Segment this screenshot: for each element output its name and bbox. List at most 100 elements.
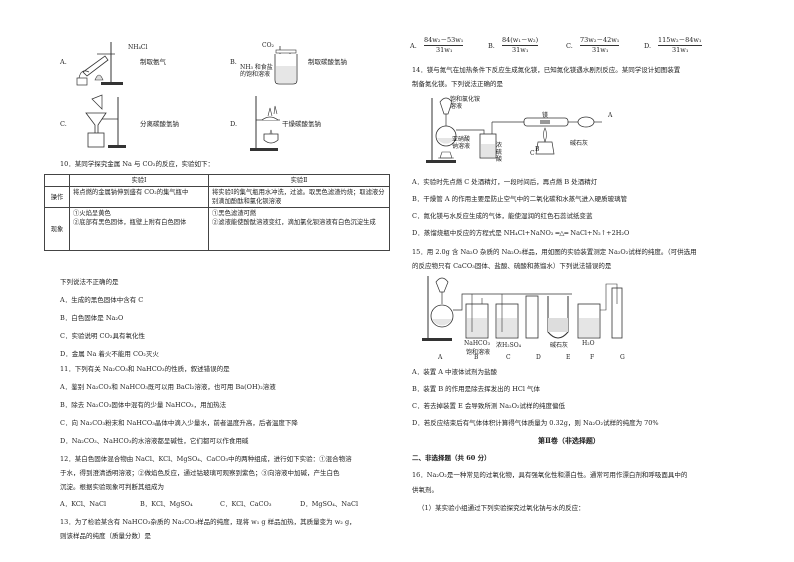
q13-option-d-numerator: 115w₂－84w₁ <box>658 36 702 46</box>
q15-label-c: C <box>506 354 511 361</box>
q10-phenomenon-exp2-b: ②滤液能使酚酞溶液变红，滴加氯化钡溶液有白色沉淀生成 <box>212 219 376 226</box>
q15-label-h2so4: 浓H₂SO₄ <box>496 342 522 349</box>
q10-option-c: C．实验说明 CO₂具有氧化性 <box>60 332 145 340</box>
q15-label-saturated: 饱和溶液 <box>466 349 491 356</box>
apparatus-d-illustration <box>250 96 280 151</box>
q14-label-saturated: 饱和氯化铵 <box>450 96 481 103</box>
q13-stem-line2: 则该样品的纯度（质量分数）是 <box>60 532 151 540</box>
q9-option-b-letter: B. <box>230 58 237 66</box>
q15-label-lime: 碱石灰 <box>550 342 569 349</box>
q13-option-d-denominator: 31w₁ <box>672 46 689 54</box>
q9-option-b-desc: 制取碳酸氢钠 <box>308 58 347 66</box>
q14-label-solution: 溶液 <box>450 103 463 110</box>
q15-option-c: C．若去掉装置 E 会导致所测 Na₂O₂试样的纯度偏低 <box>412 402 566 410</box>
q10-operation-exp1: 将点燃的金属钠伸到盛有 CO₂的集气瓶中 <box>69 186 209 208</box>
left-column: A. NH₄Cl 制取氨气 B. CO₂ NH₃ 和食盐 <box>40 0 390 562</box>
q10-phenomenon-exp1-b: ②底部有黑色固体，瓶壁上附有白色固体 <box>73 219 187 226</box>
part2-title: 第Ⅱ卷（非选择题） <box>538 436 600 445</box>
q9-option-c-desc: 分离碳酸氢钠 <box>140 120 179 128</box>
q15-stem-line2: 的反应物只有 CaCO₃固体、盐酸、硫酸和蒸馏水）下列说法错误的是 <box>412 262 612 270</box>
apparatus-a-illustration <box>76 42 123 86</box>
q14-option-d: D．蒸馏烧瓶中反应的方程式是 NH₄Cl+NaNO₂ ═△═ NaCl+N₂↑+… <box>412 229 630 237</box>
q10-header-exp2: 实验Ⅱ <box>208 174 390 187</box>
q10-table: 实验Ⅰ 实验Ⅱ 操作 将点燃的金属钠伸到盛有 CO₂的集气瓶中 将实验Ⅰ的集气瓶… <box>44 174 390 251</box>
q14-option-a: A．实验时先点燃 C 处酒精灯，一段时间后，再点燃 B 处酒精灯 <box>412 178 598 186</box>
q10-header-exp1: 实验Ⅰ <box>69 174 209 187</box>
q13-option-c-numerator: 73w₂－42w₁ <box>580 36 620 46</box>
apparatus-a-reagent: NH₄Cl <box>128 44 148 51</box>
q14-label-h2so4-3: 酸 <box>496 156 503 163</box>
apparatus-b-illustration <box>274 46 298 85</box>
q14-label-a: A <box>608 112 613 119</box>
q14-label-lime: 碱石灰 <box>570 140 589 147</box>
q13-option-c-letter: C. <box>566 42 573 50</box>
q15-apparatus-illustration <box>422 276 623 341</box>
q13-option-b-numerator: 84(w₁－w₂) <box>502 36 539 46</box>
q13-option-a-denominator: 31w₁ <box>436 46 453 54</box>
q11-option-b: B．除去 Na₂CO₃固体中混有的少量 NaHCO₃，用加热法 <box>60 401 227 409</box>
q15-option-d: D．若反应结束后有气体体积计算得气体质量为 0.32g，则 Na₂O₂试样的纯度… <box>412 419 659 427</box>
q15-label-h2o: H₂O <box>582 340 595 347</box>
q12-option-d: D．MgSO₄、NaCl <box>300 500 359 508</box>
q15-label-g: G <box>620 354 625 361</box>
q10-option-d: D．金属 Na 着火不能用 CO₂灭火 <box>60 350 159 358</box>
q11-stem: 11．下列有关 Na₂CO₃和 NaHCO₃的性质，叙述错误的是 <box>60 365 230 373</box>
q10-operation-exp2: 将实验Ⅰ的集气瓶用水冲洗，过滤。取黑色滤渣灼烧；取滤液分别滴加酚酞和氯化钡溶液 <box>208 186 390 208</box>
q12-option-c: C．KCl、CaCO₃ <box>220 500 272 508</box>
q14-label-nano2-1: 亚硝酸 <box>452 136 471 143</box>
q10-row-operation-head: 操作 <box>44 186 70 208</box>
q15-label-e: E <box>566 354 571 361</box>
q11-option-c: C．向 Na₂CO₃粉末和 NaHCO₃晶体中滴入少量水，前者温度升高，后者温度… <box>60 419 298 427</box>
q16-stem-line1: 16．Na₂O₂是一种常见的过氧化物，具有强氧化性和漂白性。通常可用作漂白剂和呼… <box>412 471 688 479</box>
q10-phenomenon-exp1-a: ①火焰呈黄色 <box>73 210 111 217</box>
q10-prompt: 下列说法不正确的是 <box>60 278 119 286</box>
q14-stem-line2: 制备氮化镁。下列说法正确的是 <box>412 80 503 88</box>
q9-option-d-desc: 干燥碳酸氢钠 <box>282 120 321 128</box>
q15-stem-line1: 15．用 2.0g 含 Na₂O 杂质的 Na₂O₂样品，用如图的实验装置测定 … <box>412 248 697 256</box>
q13-option-a-numerator: 84w₂－53w₁ <box>424 36 464 46</box>
q14-label-nano2-2: 钠溶液 <box>452 143 471 150</box>
q9-option-a-desc: 制取氨气 <box>140 58 166 66</box>
q15-label-f: F <box>590 354 595 361</box>
q13-stem-line1: 13．为了检验某含有 NaHCO₃杂质的 Na₂CO₃样品的纯度，现将 w₁ g… <box>60 518 356 526</box>
q14-option-b: B．干燥管 A 的作用主要是防止空气中的二氧化碳和水蒸气进入硬质玻璃管 <box>412 195 628 203</box>
q14-label-mg: 镁 <box>542 112 549 119</box>
q15-label-b: B <box>474 354 479 361</box>
q12-stem-line2: 于水，得到澄清透明溶液；②做焰色反应，通过钴玻璃可观察到紫色；③向溶液中加碱，产… <box>60 469 340 477</box>
q14-apparatus-illustration <box>426 97 602 163</box>
q10-option-a: A．生成的黑色固体中含有 C <box>60 296 144 304</box>
q11-option-a: A．鉴别 Na₂CO₃和 NaHCO₃既可以用 BaCl₂溶液，也可用 Ba(O… <box>60 383 276 391</box>
q13-option-c-denominator: 31w₁ <box>592 46 609 54</box>
q10-phenomenon-exp2-a: ①黑色滤渣可燃 <box>212 210 257 217</box>
apparatus-b-reagent-2: 的饱和溶液 <box>240 71 271 78</box>
right-column: A. 84w₂－53w₁ 31w₁ B. 84(w₁－w₂) 31w₁ C. 7… <box>410 0 760 562</box>
q14-option-c: C．氮化镁与水反应生成的气体，能使湿润的红色石蕊试纸变蓝 <box>412 212 593 220</box>
apparatus-c-illustration <box>85 94 126 148</box>
q13-option-d-letter: D. <box>644 42 652 50</box>
q13-option-b-denominator: 31w₁ <box>512 46 529 54</box>
q16-sub1: （1）某实验小组通过下列实验探究过氧化钠与水的反应： <box>418 504 585 512</box>
q12-stem-line1: 12．某白色固体混合物由 NaCl、KCl、MgSO₄、CaCO₃中的两种组成，… <box>60 455 352 463</box>
q14-label-b: B <box>535 146 540 153</box>
q10-row-phenomenon-head: 现象 <box>44 207 70 251</box>
q9-option-c-letter: C. <box>60 120 67 128</box>
q9-option-d-letter: D. <box>230 120 238 128</box>
q12-option-a: A．KCl、NaCl <box>60 500 107 508</box>
q15-option-a: A．装置 A 中液体试剂为盐酸 <box>412 368 498 376</box>
apparatus-b-reagent-1: NH₃ 和食盐 <box>240 64 273 71</box>
q12-option-b: B．KCl、MgSO₄ <box>140 500 193 508</box>
q9-option-a-letter: A. <box>60 58 67 66</box>
q15-label-a: A <box>438 354 443 361</box>
section2-heading: 二、非选择题（共 60 分） <box>412 454 491 462</box>
q11-option-d: D．Na₂CO₃、NaHCO₃的水溶液都呈碱性，它们都可以作食用碱 <box>60 437 249 445</box>
q15-option-b: B．装置 B 的作用是除去挥发出的 HCl 气体 <box>412 385 541 393</box>
q13-option-b-letter: B. <box>488 42 495 50</box>
q14-stem-line1: 14．镁与氮气在加热条件下反应生成氮化镁，已知氮化镁遇水剧烈反应。某同学设计如图… <box>412 66 681 74</box>
q14-label-h2so4-2: 硫 <box>496 149 503 156</box>
q10-option-b: B．白色固体是 Na₂O <box>60 314 124 322</box>
q10-stem: 10．某同学探究金属 Na 与 CO₂的反应，实验如下： <box>60 160 214 168</box>
q12-stem-line3: 沉淀。根据实验现象可判断其组成为 <box>60 483 164 491</box>
q14-label-h2so4-1: 浓 <box>496 142 503 149</box>
q13-option-a-letter: A. <box>410 42 417 50</box>
